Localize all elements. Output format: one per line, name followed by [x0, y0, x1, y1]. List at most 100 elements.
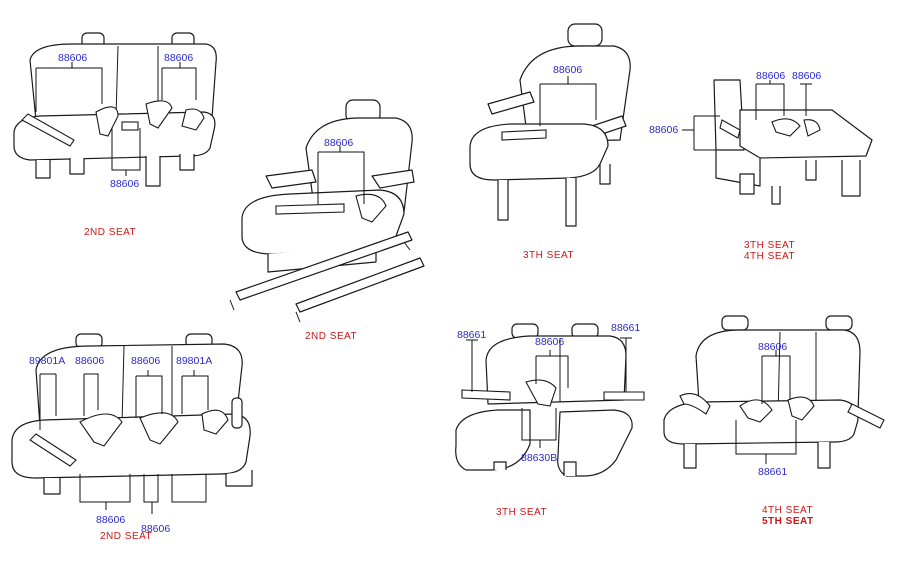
- seat-back: [519, 45, 631, 143]
- seat-caption: 3TH SEAT: [523, 250, 574, 261]
- callout-line: [620, 337, 632, 392]
- seat-belt: [501, 129, 547, 141]
- callout-line: [143, 474, 207, 514]
- seat-leg: [563, 461, 577, 476]
- seat-belt: [719, 119, 741, 139]
- seat-belt: [201, 409, 229, 435]
- part-number-label: 88606: [164, 52, 193, 64]
- seat-belt: [679, 393, 711, 415]
- seat-leg: [179, 154, 195, 171]
- seat-latch: [231, 397, 243, 429]
- callout-line: [79, 474, 131, 510]
- part-number-label: 88606: [58, 52, 87, 64]
- seat-cushion: [739, 109, 873, 159]
- panel-2nd-seat-captain: 88606 2ND SEAT: [229, 99, 425, 342]
- seat-leg: [599, 164, 611, 185]
- callout-line: [161, 62, 197, 100]
- callout-line: [466, 339, 478, 392]
- part-number-label: 88606: [649, 124, 678, 136]
- panel-2nd-seat-bench-bottom: 89801A 88606 88606 89801A 88606 88606 2N…: [11, 333, 253, 542]
- part-number-label: 88606: [758, 341, 787, 353]
- callout-line: [317, 146, 365, 204]
- part-number-label: 88606: [535, 336, 564, 348]
- seat-back: [29, 43, 217, 121]
- part-number-label: 89801A: [29, 355, 65, 367]
- callout-line: [761, 350, 791, 404]
- part-number-label: 88661: [611, 322, 640, 334]
- seat-belt: [739, 399, 773, 423]
- armrest: [265, 169, 317, 189]
- seat-leg: [145, 156, 161, 187]
- callout-line: [39, 373, 57, 430]
- part-number-label: 88606: [96, 514, 125, 526]
- panel-3th-4th-seat: 88606 88606 88606 3TH SEAT 4TH SEAT: [649, 70, 873, 262]
- seat-leg: [841, 160, 861, 197]
- seat-leg: [497, 180, 509, 221]
- seat-rail: [235, 231, 413, 301]
- headrest: [721, 315, 749, 331]
- seat-leg: [805, 160, 817, 181]
- seat-leg: [683, 444, 697, 469]
- callout-line: [83, 373, 99, 416]
- part-number-label: 88606: [75, 355, 104, 367]
- seat-caption: 3TH SEAT: [744, 240, 795, 251]
- seat-belt: [139, 412, 179, 445]
- seat-belt: [21, 113, 75, 147]
- seat-caption: 2ND SEAT: [84, 227, 136, 238]
- callout-line: [755, 80, 785, 120]
- seat-belt: [145, 100, 173, 129]
- seat-caption: 2ND SEAT: [305, 331, 357, 342]
- part-number-label: 88606: [756, 70, 785, 82]
- part-number-label: 88606: [141, 523, 170, 535]
- callout-line: [735, 420, 797, 464]
- callout-line: [535, 350, 569, 388]
- seat-belt: [79, 413, 123, 447]
- headrest: [567, 23, 603, 47]
- callout-line: [35, 67, 103, 112]
- callout-line: [521, 408, 557, 448]
- panel-3th-seat-bench: 88661 88606 88661 88630B 3TH SEAT: [455, 322, 645, 518]
- seat-caption: 5TH SEAT: [762, 516, 814, 527]
- seat-leg: [35, 160, 51, 179]
- callout-line: [181, 370, 209, 414]
- part-number-label: 88606: [553, 64, 582, 76]
- armrest: [487, 91, 535, 115]
- seat-latch: [739, 173, 755, 195]
- buckle: [121, 121, 139, 131]
- seat-caption: 4TH SEAT: [744, 251, 795, 262]
- seat-cushion-folded: [557, 409, 633, 477]
- callout-line: [135, 370, 163, 418]
- seat-caption: 3TH SEAT: [496, 507, 547, 518]
- seat-leg: [565, 178, 577, 227]
- seat-rail: [295, 257, 425, 313]
- seat-back: [35, 343, 243, 427]
- armrest: [371, 169, 415, 189]
- seat-belt: [803, 119, 821, 137]
- panel-4th-5th-seat-bench: 88606 88661 4TH SEAT 5TH SEAT: [663, 315, 885, 527]
- seat-leg: [771, 186, 781, 205]
- part-number-label: 88606: [110, 178, 139, 190]
- seat-belt: [461, 389, 511, 401]
- seat-cushion-folded: [455, 409, 531, 471]
- seat-belt: [95, 106, 119, 137]
- seat-belt: [787, 396, 815, 421]
- seat-caption: 2ND SEAT: [100, 531, 152, 542]
- seat-leg: [817, 442, 831, 469]
- seat-belt: [603, 391, 645, 401]
- part-number-label: 88606: [131, 355, 160, 367]
- part-number-label: 88661: [457, 329, 486, 341]
- seat-caption: 4TH SEAT: [762, 505, 813, 516]
- seat-belt: [275, 203, 345, 215]
- callout-line: [539, 76, 597, 126]
- seat-leg: [69, 158, 85, 175]
- panel-2nd-seat-bench-top: 88606 88606 88606 2ND SEAT: [13, 32, 217, 238]
- part-number-label: 89801A: [176, 355, 212, 367]
- seat-belt: [29, 433, 77, 467]
- seat-belt: [525, 379, 557, 407]
- part-number-label: 88606: [792, 70, 821, 82]
- seat-leg: [43, 478, 61, 495]
- seat-back: [695, 329, 861, 419]
- seat-leg: [225, 470, 253, 487]
